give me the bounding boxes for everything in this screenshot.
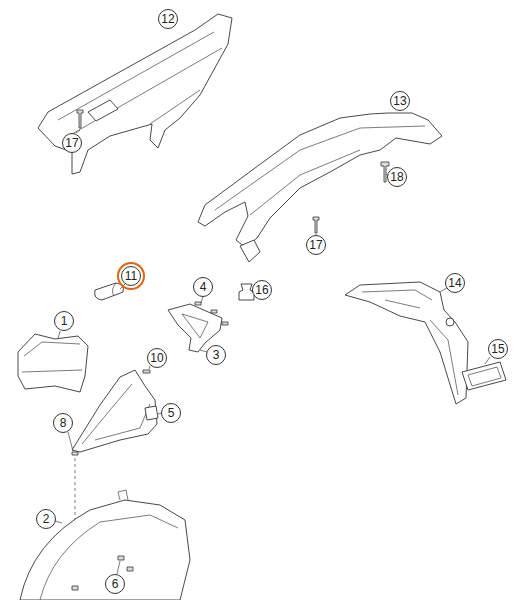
callout-number: 11	[125, 270, 137, 282]
callout-number: 16	[255, 284, 268, 296]
callout-number: 13	[393, 95, 406, 107]
callout-number: 14	[448, 277, 461, 289]
screw	[72, 452, 78, 455]
callout-circle: 18	[387, 167, 407, 187]
screw	[143, 370, 150, 373]
callout-number: 10	[150, 352, 163, 364]
callout-circle: 4	[193, 277, 213, 297]
callout-number: 12	[161, 13, 174, 25]
callout-circle: 8	[53, 413, 73, 433]
callout-number: 2	[43, 513, 50, 525]
callout-number: 6	[112, 578, 119, 590]
callout-number: 1	[61, 315, 68, 327]
screw	[77, 110, 83, 128]
headlight-cover	[72, 370, 157, 452]
callout-circle: 11	[121, 266, 141, 286]
callout-number: 3	[213, 349, 220, 361]
callout-circle: 10	[147, 348, 167, 368]
callout-number: 5	[168, 407, 175, 419]
license-plate	[462, 362, 506, 390]
callout-circle: 14	[445, 273, 465, 293]
callout-number: 4	[200, 281, 207, 293]
seat	[38, 14, 232, 174]
callout-number: 17	[309, 239, 322, 251]
callout-circle: 12	[158, 9, 178, 29]
callout-number: 18	[390, 171, 403, 183]
small-part	[95, 283, 124, 300]
callout-circle: 5	[161, 403, 181, 423]
screw	[313, 217, 319, 233]
callout-circle: 2	[36, 509, 56, 529]
callout-number: 17	[65, 137, 78, 149]
front-fender	[20, 500, 190, 600]
headlight-mask	[18, 334, 88, 392]
callout-circle: 15	[488, 339, 508, 359]
callout-circle: 17	[62, 133, 82, 153]
callout-circle: 16	[252, 280, 272, 300]
license-plate-holder	[345, 282, 468, 404]
callout-number: 15	[491, 343, 504, 355]
callout-circle: 17	[306, 235, 326, 255]
clip	[145, 406, 158, 420]
screw	[195, 302, 228, 325]
callout-circle: 3	[206, 345, 226, 365]
callout-circle: 1	[54, 311, 74, 331]
rear-frame	[198, 113, 442, 248]
callout-number: 8	[60, 417, 67, 429]
callout-circle: 13	[390, 91, 410, 111]
callout-circle: 6	[105, 574, 125, 594]
